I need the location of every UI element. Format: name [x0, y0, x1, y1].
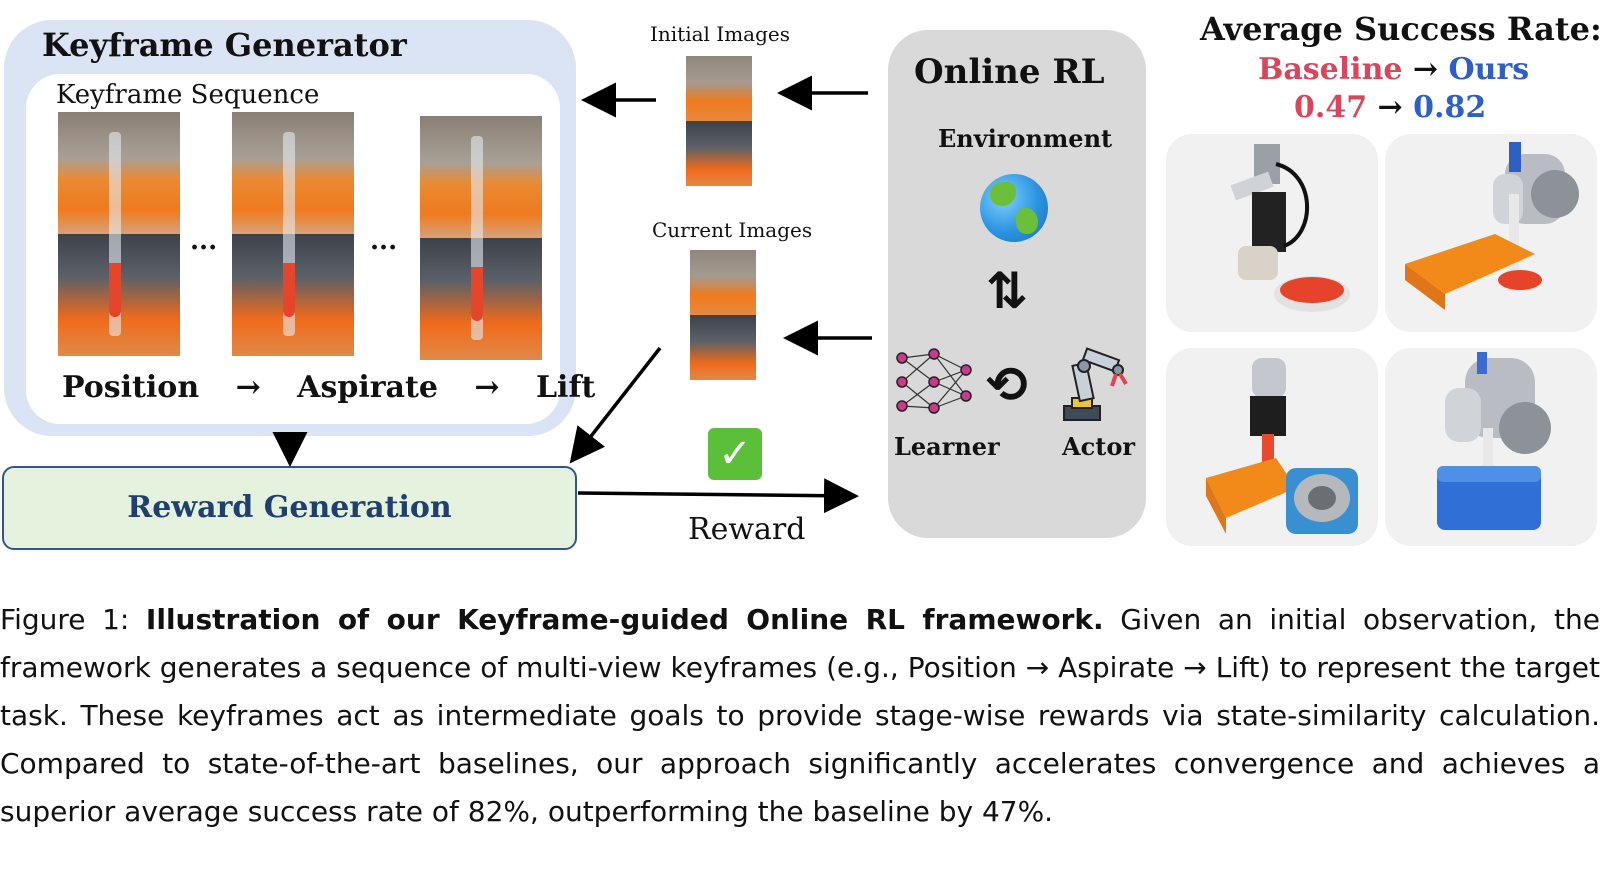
caption-body: Given an initial observation, the framew…	[0, 603, 1600, 828]
success-rate-arrow: →	[1377, 90, 1403, 125]
baseline-label: Baseline	[1258, 52, 1403, 87]
ours-label: Ours	[1448, 52, 1530, 87]
stage-position: Position	[62, 370, 200, 405]
ours-value: 0.82	[1413, 90, 1487, 125]
keyframe-image-position	[58, 112, 180, 356]
globe-icon	[980, 174, 1048, 242]
online-rl-panel	[888, 30, 1146, 538]
caption-bold-title: Illustration of our Keyframe-guided Onli…	[145, 603, 1104, 636]
robot-arm-icon	[1063, 347, 1128, 421]
cycle-icon: ⟲	[986, 356, 1028, 414]
robot-photo-hand-container	[1385, 348, 1597, 546]
baseline-value: 0.47	[1294, 90, 1368, 125]
keyframe-image-aspirate	[232, 112, 354, 356]
stage-aspirate: Aspirate	[297, 370, 438, 405]
up-down-arrows-icon: ⇅	[986, 262, 1028, 320]
initial-images-thumbnail	[686, 56, 752, 186]
stage-sequence: Position → Aspirate → Lift	[62, 370, 595, 405]
figure-caption: Figure 1: Illustration of our Keyframe-g…	[0, 596, 1600, 836]
stage-arrow: →	[474, 370, 500, 405]
success-rate-legend: Baseline → Ours	[1258, 52, 1529, 87]
keyframe-ellipsis: ...	[370, 226, 398, 256]
keyframe-generator-title: Keyframe Generator	[42, 26, 407, 64]
robot-photo-gripper-dish	[1166, 134, 1378, 332]
reward-label: Reward	[688, 512, 806, 547]
stage-arrow: →	[235, 370, 261, 405]
success-rate-title: Average Success Rate:	[1200, 10, 1600, 48]
caption-prefix: Figure 1:	[0, 603, 146, 636]
keyframe-image-lift	[420, 116, 542, 360]
neural-network-icon	[896, 348, 972, 414]
arrow-reward-to-rl	[577, 478, 859, 514]
robot-photo-centrifuge	[1166, 348, 1378, 546]
arrow-current-to-reward	[569, 346, 662, 464]
keyframe-sequence-label: Keyframe Sequence	[56, 80, 320, 110]
reward-generation-label: Reward Generation	[127, 490, 452, 525]
success-rate-arrow: →	[1412, 52, 1439, 87]
success-rate-values: 0.47 → 0.82	[1294, 90, 1486, 125]
initial-images-label: Initial Images	[650, 22, 790, 46]
learner-label: Learner	[894, 432, 1000, 461]
robot-photo-hand-rack	[1385, 134, 1597, 332]
actor-label: Actor	[1062, 432, 1135, 461]
current-images-thumbnail	[690, 250, 756, 380]
current-images-label: Current Images	[652, 218, 813, 242]
keyframe-ellipsis: ...	[190, 226, 218, 256]
online-rl-title: Online RL	[914, 52, 1105, 92]
stage-lift: Lift	[535, 370, 596, 405]
reward-generation-box	[2, 466, 577, 550]
check-icon: ✓	[708, 428, 762, 480]
environment-label: Environment	[938, 124, 1113, 153]
